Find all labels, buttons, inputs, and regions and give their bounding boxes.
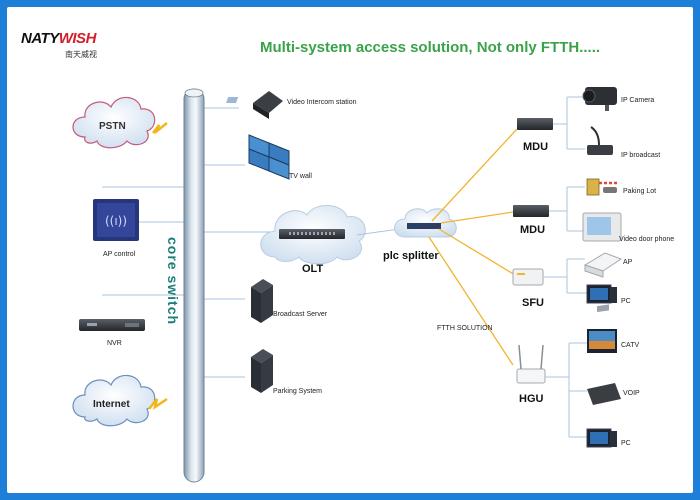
ap-control-icon: ((ı)) xyxy=(93,199,139,241)
video-door-phone-icon xyxy=(582,212,622,242)
olt-label: OLT xyxy=(302,263,324,275)
diagram-graphics: ((ı)) xyxy=(72,87,623,483)
tv-wall-label: TV wall xyxy=(289,173,312,180)
video-intercom-icon xyxy=(226,91,283,119)
logo-right: WISH xyxy=(58,30,97,47)
ap-control-label: AP control xyxy=(103,251,136,258)
pstn-label: PSTN xyxy=(99,121,126,132)
parking-system-label: Parking System xyxy=(273,388,323,395)
catv-icon xyxy=(587,329,617,353)
splitter-label: plc splitter xyxy=(383,250,439,262)
pc2-icon xyxy=(586,428,617,448)
ap-label: AP xyxy=(623,259,633,266)
splitter-cloud-icon xyxy=(394,208,457,238)
page-title: Multi-system access solution, Not only F… xyxy=(260,39,601,56)
internet-cloud-icon xyxy=(72,374,168,427)
endpoint-connectors xyxy=(543,96,587,438)
ip-broadcast-label: IP broadcast xyxy=(621,152,661,159)
parking-system-icon xyxy=(251,349,273,393)
ip-camera-label: IP Camera xyxy=(621,97,655,104)
mdu2-device-icon xyxy=(513,205,549,217)
mdu1-label: MDU xyxy=(523,141,549,153)
svg-text:((ı)): ((ı)) xyxy=(105,214,127,228)
olt-device-icon xyxy=(279,229,345,239)
fiber-lines xyxy=(428,128,518,366)
broadcast-server-icon xyxy=(251,279,273,323)
hgu-label: HGU xyxy=(519,393,544,405)
nvr-icon xyxy=(79,319,145,331)
sfu-device-icon xyxy=(512,268,544,286)
ip-broadcast-icon xyxy=(587,126,613,155)
ap-device-icon xyxy=(583,252,623,278)
diagram-canvas: ((ı)) xyxy=(7,7,693,493)
parking-lot-icon xyxy=(586,178,619,196)
video-intercom-label: Video Intercom station xyxy=(287,99,357,106)
voip-phone-icon xyxy=(587,304,621,405)
brand-logo: NATYWISH xyxy=(21,30,96,47)
pstn-cloud-icon xyxy=(72,96,168,149)
voip-label: VOIP xyxy=(623,390,640,397)
pc1-icon xyxy=(586,284,617,304)
core-switch-pipe xyxy=(183,88,205,483)
olt-splitter-link xyxy=(356,228,400,236)
parking-lot-label: Paking Lot xyxy=(623,188,657,195)
nvr-label: NVR xyxy=(107,340,122,347)
catv-label: CATV xyxy=(621,342,640,349)
video-door-phone-label: Video door phone xyxy=(619,236,675,243)
logo-left: NATY xyxy=(21,30,59,47)
pc2-label: PC xyxy=(621,440,631,447)
sfu-label: SFU xyxy=(522,297,544,309)
tv-wall-icon xyxy=(248,134,290,180)
hgu-device-icon xyxy=(516,344,546,384)
broadcast-server-label: Broadcast Server xyxy=(273,311,328,318)
ftth-solution-label: FTTH SOLUTION xyxy=(437,325,493,332)
mdu2-label: MDU xyxy=(520,224,546,236)
pc1-label: PC xyxy=(621,298,631,305)
logo-subtitle: 南天威视 xyxy=(65,50,97,59)
mdu1-device-icon xyxy=(517,118,553,130)
core-switch-label: core switch xyxy=(165,237,181,326)
ip-camera-icon xyxy=(582,87,617,111)
internet-label: Internet xyxy=(93,399,130,410)
